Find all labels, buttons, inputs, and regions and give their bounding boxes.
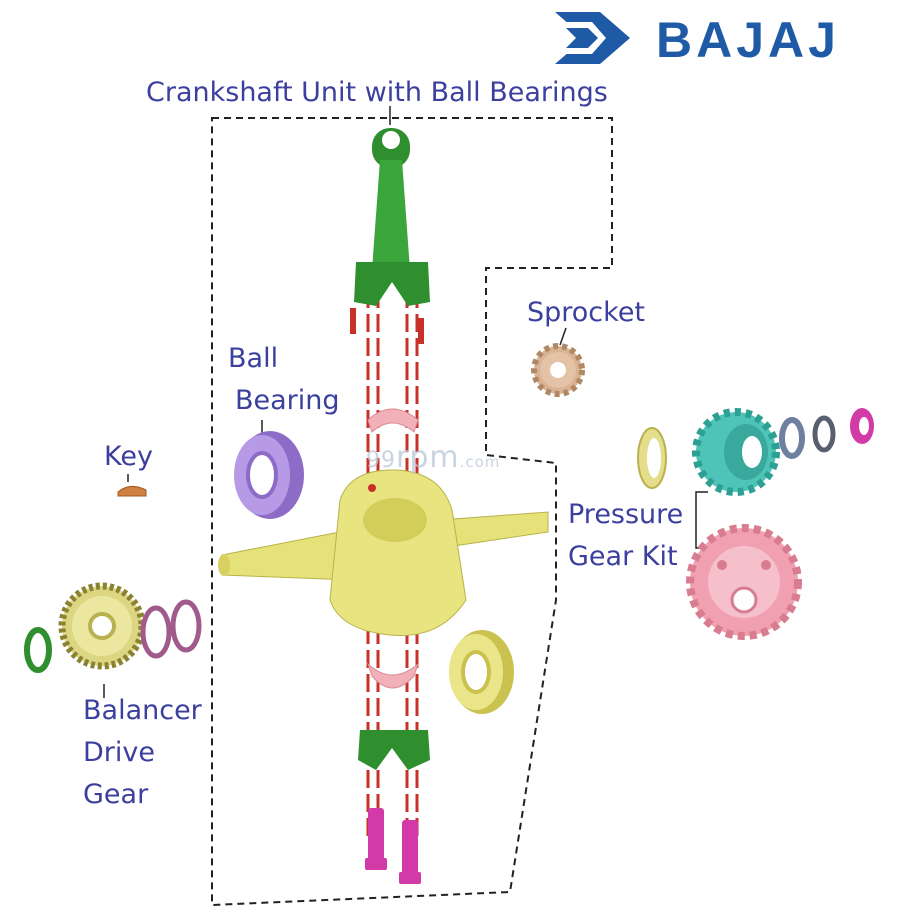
dowel-pin-right [418, 318, 424, 344]
crankshaft-unit-boundary [211, 117, 613, 907]
label-crankshaft-unit: Crankshaft Unit with Ball Bearings [146, 77, 608, 108]
upper-bearing-shell [367, 408, 419, 433]
balancer-washer-2 [170, 599, 202, 653]
pressure-gear [692, 408, 780, 496]
label-key: Key [104, 441, 153, 472]
label-ball-bearing-line2: Bearing [235, 385, 340, 416]
balancer-circlip [24, 627, 52, 673]
balancer-drive-gear [58, 582, 146, 670]
rod-bolts [365, 808, 421, 884]
dowel-pin-left [350, 308, 356, 334]
label-pressure-gear-line2: Gear Kit [568, 541, 678, 572]
sprocket-leader [559, 327, 567, 346]
pressure-gear-leader [695, 491, 708, 549]
connecting-rod-cap [358, 730, 430, 770]
lower-bearing-shell [366, 662, 420, 689]
woodruff-key [117, 486, 147, 497]
label-ball-bearing-line1: Ball [228, 343, 279, 374]
ball-bearing-yellow [449, 630, 514, 714]
watermark-main: rpm [396, 440, 460, 475]
crankshaft [218, 469, 549, 637]
label-pressure-gear-line1: Pressure [568, 499, 684, 530]
brand-name: BAJAJ [656, 12, 840, 68]
ball-bearing-purple [234, 431, 304, 519]
label-balancer-line2: Drive [83, 737, 155, 768]
label-balancer-line3: Gear [83, 779, 149, 810]
bajaj-logo-icon [555, 12, 630, 64]
thrust-washer-1 [779, 417, 805, 459]
balancer-washer-1 [140, 605, 172, 659]
clutch-housing [686, 524, 802, 640]
label-balancer-line1: Balancer [83, 695, 202, 726]
thrust-washer-2 [812, 415, 836, 453]
watermark-prefix: 99 [366, 448, 396, 473]
watermark-suffix: .com [459, 453, 501, 471]
watermark: 99rpm.com [366, 440, 500, 475]
pressure-gear-washer [637, 427, 667, 489]
sprocket [531, 343, 585, 397]
label-sprocket: Sprocket [527, 297, 646, 328]
connecting-rod [354, 128, 430, 306]
